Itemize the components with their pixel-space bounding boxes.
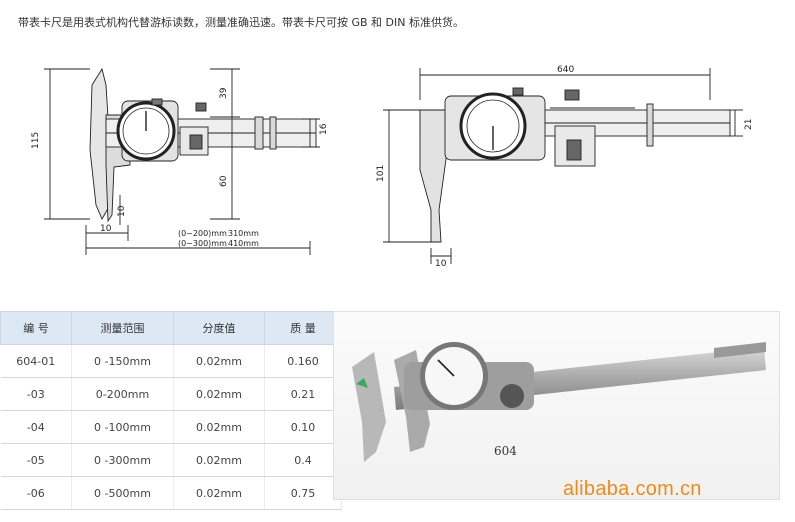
cell-model: -06 <box>0 476 72 510</box>
header-resolution: 分度值 <box>173 311 265 345</box>
cell-weight: 0.4 <box>264 443 342 477</box>
cell-weight: 0.21 <box>264 377 342 411</box>
cell-range: 0 -100mm <box>71 410 174 444</box>
cell-model: -04 <box>0 410 72 444</box>
dim-height-total: 115 <box>31 132 41 149</box>
dim-beam-right: 21 <box>744 119 754 130</box>
dim-jaw-depth: 10 <box>117 205 127 217</box>
range-line-1-length: 310mm <box>228 229 259 238</box>
cell-resolution: 0.02mm <box>173 377 265 411</box>
cell-model: -03 <box>0 377 72 411</box>
dim-bottom: 60 <box>219 175 229 187</box>
photo-label: 604 <box>494 444 517 458</box>
dim-length: 640 <box>557 65 574 75</box>
range-line-2-length: 410mm <box>228 239 259 248</box>
cell-resolution: 0.02mm <box>173 476 265 510</box>
cell-range: 0-200mm <box>71 377 174 411</box>
cell-resolution: 0.02mm <box>173 443 265 477</box>
cell-weight: 0.10 <box>264 410 342 444</box>
left-technical-drawing: 115 39 60 10 10 16 (0~200)mm 310mm (0~30… <box>31 67 329 255</box>
dim-top: 39 <box>219 87 229 99</box>
cell-model: 604-01 <box>0 344 72 378</box>
header-range: 测量范围 <box>71 311 174 345</box>
dim-beam: 16 <box>319 123 329 135</box>
cell-range: 0 -300mm <box>71 443 174 477</box>
dim-jaw-width-right: 10 <box>435 259 447 269</box>
table-row: -05 0 -300mm 0.02mm 0.4 <box>0 443 342 477</box>
table-row: -04 0 -100mm 0.02mm 0.10 <box>0 410 342 444</box>
intro-text: 带表卡尺是用表式机构代替游标读数，测量准确迅速。带表卡尺可按 GB 和 DIN … <box>18 16 464 29</box>
header-weight: 质 量 <box>264 311 342 345</box>
table-header-row: 编 号 测量范围 分度值 质 量 <box>0 311 342 345</box>
cell-range: 0 -500mm <box>71 476 174 510</box>
table-row: -06 0 -500mm 0.02mm 0.75 <box>0 476 342 510</box>
watermark-text: alibaba.com.cn <box>563 478 702 500</box>
table-row: -03 0-200mm 0.02mm 0.21 <box>0 377 342 411</box>
dim-height: 101 <box>376 165 386 182</box>
range-line-1-range: (0~200)mm <box>178 229 227 238</box>
cell-resolution: 0.02mm <box>173 344 265 378</box>
range-line-2-range: (0~300)mm <box>178 239 227 248</box>
caliper-photo <box>352 342 766 462</box>
cell-weight: 0.160 <box>264 344 342 378</box>
cell-resolution: 0.02mm <box>173 410 265 444</box>
header-model: 编 号 <box>0 311 72 345</box>
product-photo-panel: 604 <box>333 311 780 500</box>
cell-range: 0 -150mm <box>71 344 174 378</box>
cell-weight: 0.75 <box>264 476 342 510</box>
spec-table: 编 号 测量范围 分度值 质 量 604-01 0 -150mm 0.02mm … <box>0 311 342 510</box>
right-technical-drawing: 640 101 21 10 <box>376 65 754 269</box>
dim-jaw-width: 10 <box>100 224 112 234</box>
table-row: 604-01 0 -150mm 0.02mm 0.160 <box>0 344 342 378</box>
cell-model: -05 <box>0 443 72 477</box>
